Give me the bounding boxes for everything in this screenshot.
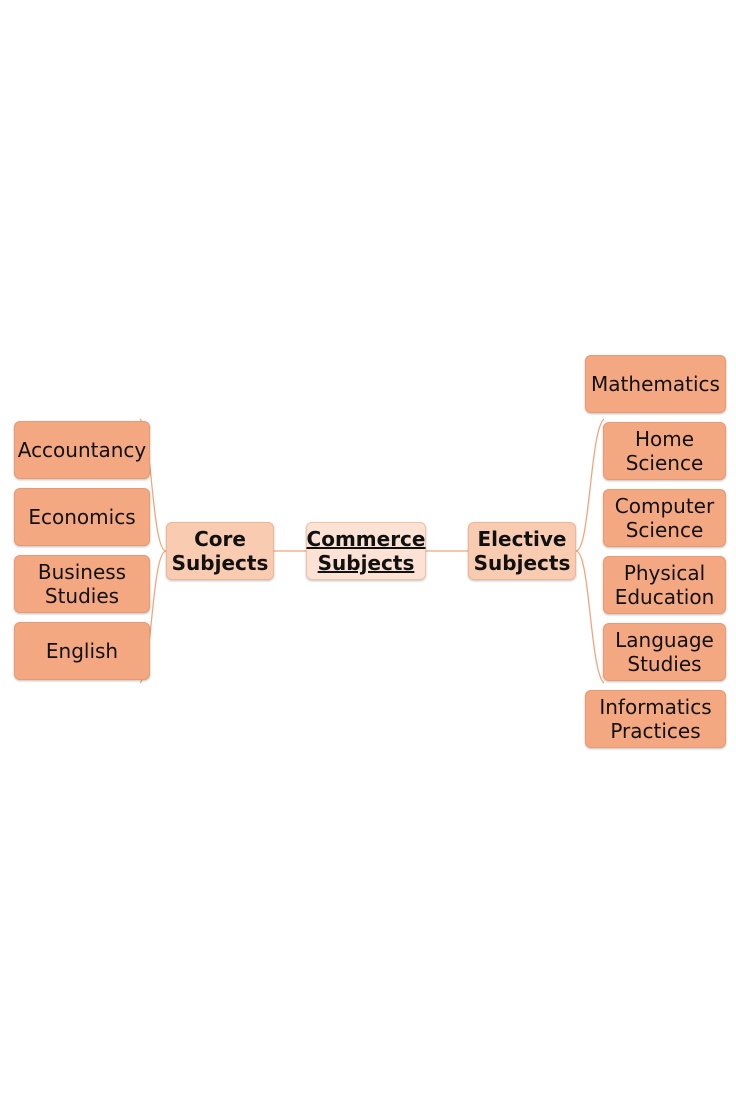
core-subject-label: English: [45, 639, 119, 663]
core-subject-business-studies: Business Studies: [14, 555, 150, 613]
elective-subject-label: Home Science: [625, 427, 704, 475]
core-subject-accountancy: Accountancy: [14, 421, 150, 479]
core-subject-label: Economics: [28, 505, 136, 529]
elective-subject-mathematics: Mathematics: [585, 355, 726, 413]
core-subject-label: Business Studies: [37, 560, 127, 608]
commerce-subjects-label: Commerce Subjects: [306, 527, 426, 575]
elective-subject-computer-science: Computer Science: [603, 489, 726, 547]
core-subjects-node: Core Subjects: [166, 522, 274, 580]
elective-subjects-node: Elective Subjects: [468, 522, 576, 580]
elective-subject-home-science: Home Science: [603, 422, 726, 480]
connector-elective-bracket: [575, 418, 605, 684]
core-subjects-label: Core Subjects: [171, 527, 269, 575]
elective-subject-label: Mathematics: [591, 372, 720, 396]
elective-subject-label: Informatics Practices: [599, 695, 712, 743]
elective-subject-informatics-practices: Informatics Practices: [585, 690, 726, 748]
elective-subject-label: Physical Education: [614, 561, 715, 609]
elective-subject-label: Computer Science: [614, 494, 715, 542]
core-subject-economics: Economics: [14, 488, 150, 546]
elective-subject-language-studies: Language Studies: [603, 623, 726, 681]
elective-subject-label: Language Studies: [615, 628, 714, 676]
core-subject-english: English: [14, 622, 150, 680]
elective-subjects-label: Elective Subjects: [473, 527, 571, 575]
core-subject-label: Accountancy: [17, 438, 147, 462]
elective-subject-physical-education: Physical Education: [603, 556, 726, 614]
commerce-subjects-node: Commerce Subjects: [306, 522, 426, 580]
